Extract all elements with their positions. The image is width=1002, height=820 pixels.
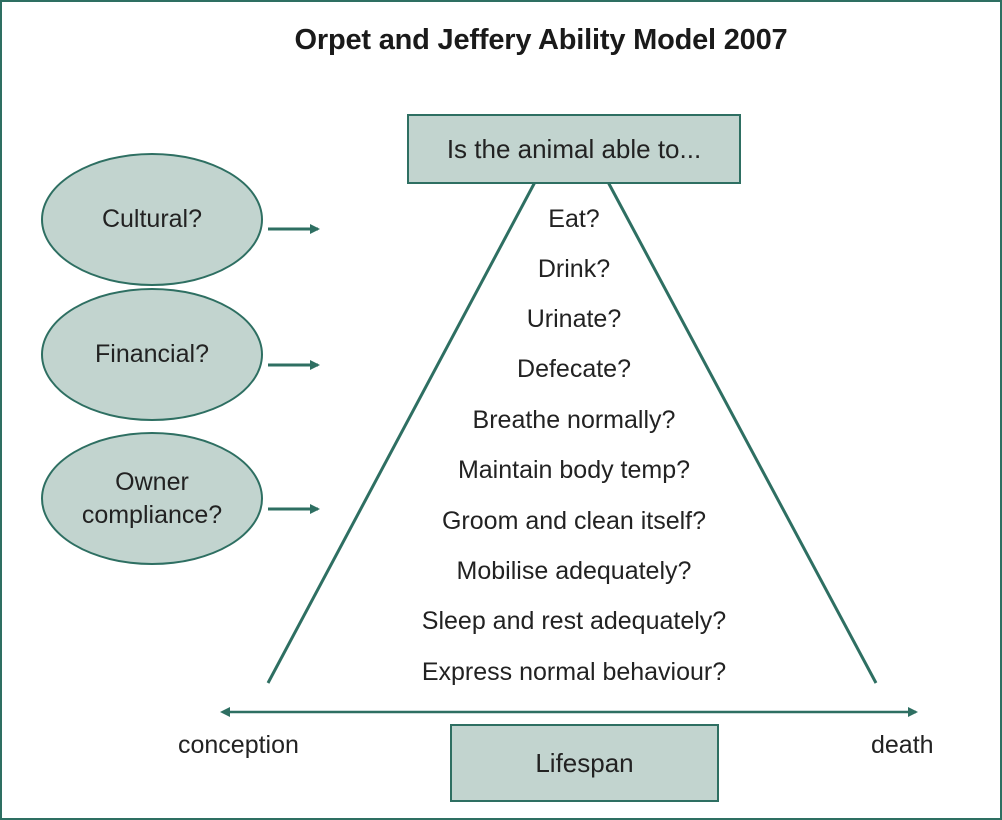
- lifespan-box: Lifespan: [450, 724, 719, 802]
- ability-eat: Eat?: [548, 205, 600, 233]
- factor-cultural-label: Cultural?: [101, 205, 203, 234]
- factor-financial-label: Financial?: [95, 340, 209, 369]
- ability-drink: Drink?: [537, 255, 611, 283]
- triangle-right-side: [606, 181, 878, 684]
- death-label: death: [871, 731, 934, 759]
- top-question-box: Is the animal able to...: [407, 114, 741, 184]
- lifespan-label: Lifespan: [535, 747, 634, 778]
- factor-owner-compliance-label: Owner compliance?: [81, 468, 223, 529]
- ability-mobilise: Mobilise adequately?: [456, 557, 692, 585]
- ability-urinate: Urinate?: [526, 305, 622, 333]
- top-question-label: Is the animal able to...: [446, 133, 702, 164]
- ability-defecate: Defecate?: [517, 355, 631, 383]
- ability-groom: Groom and clean itself?: [441, 507, 707, 535]
- diagram-title: Orpet and Jeffery Ability Model 2007: [294, 24, 788, 56]
- ability-body-temp: Maintain body temp?: [457, 456, 691, 484]
- conception-label: conception: [178, 731, 299, 759]
- factor-owner-compliance: Owner compliance?: [41, 432, 263, 565]
- ability-breathe: Breathe normally?: [472, 406, 676, 434]
- ability-sleep: Sleep and rest adequately?: [421, 607, 727, 635]
- factor-financial: Financial?: [41, 288, 263, 421]
- triangle-left-side: [266, 181, 537, 684]
- ability-behaviour: Express normal behaviour?: [421, 658, 727, 686]
- factor-cultural: Cultural?: [41, 153, 263, 286]
